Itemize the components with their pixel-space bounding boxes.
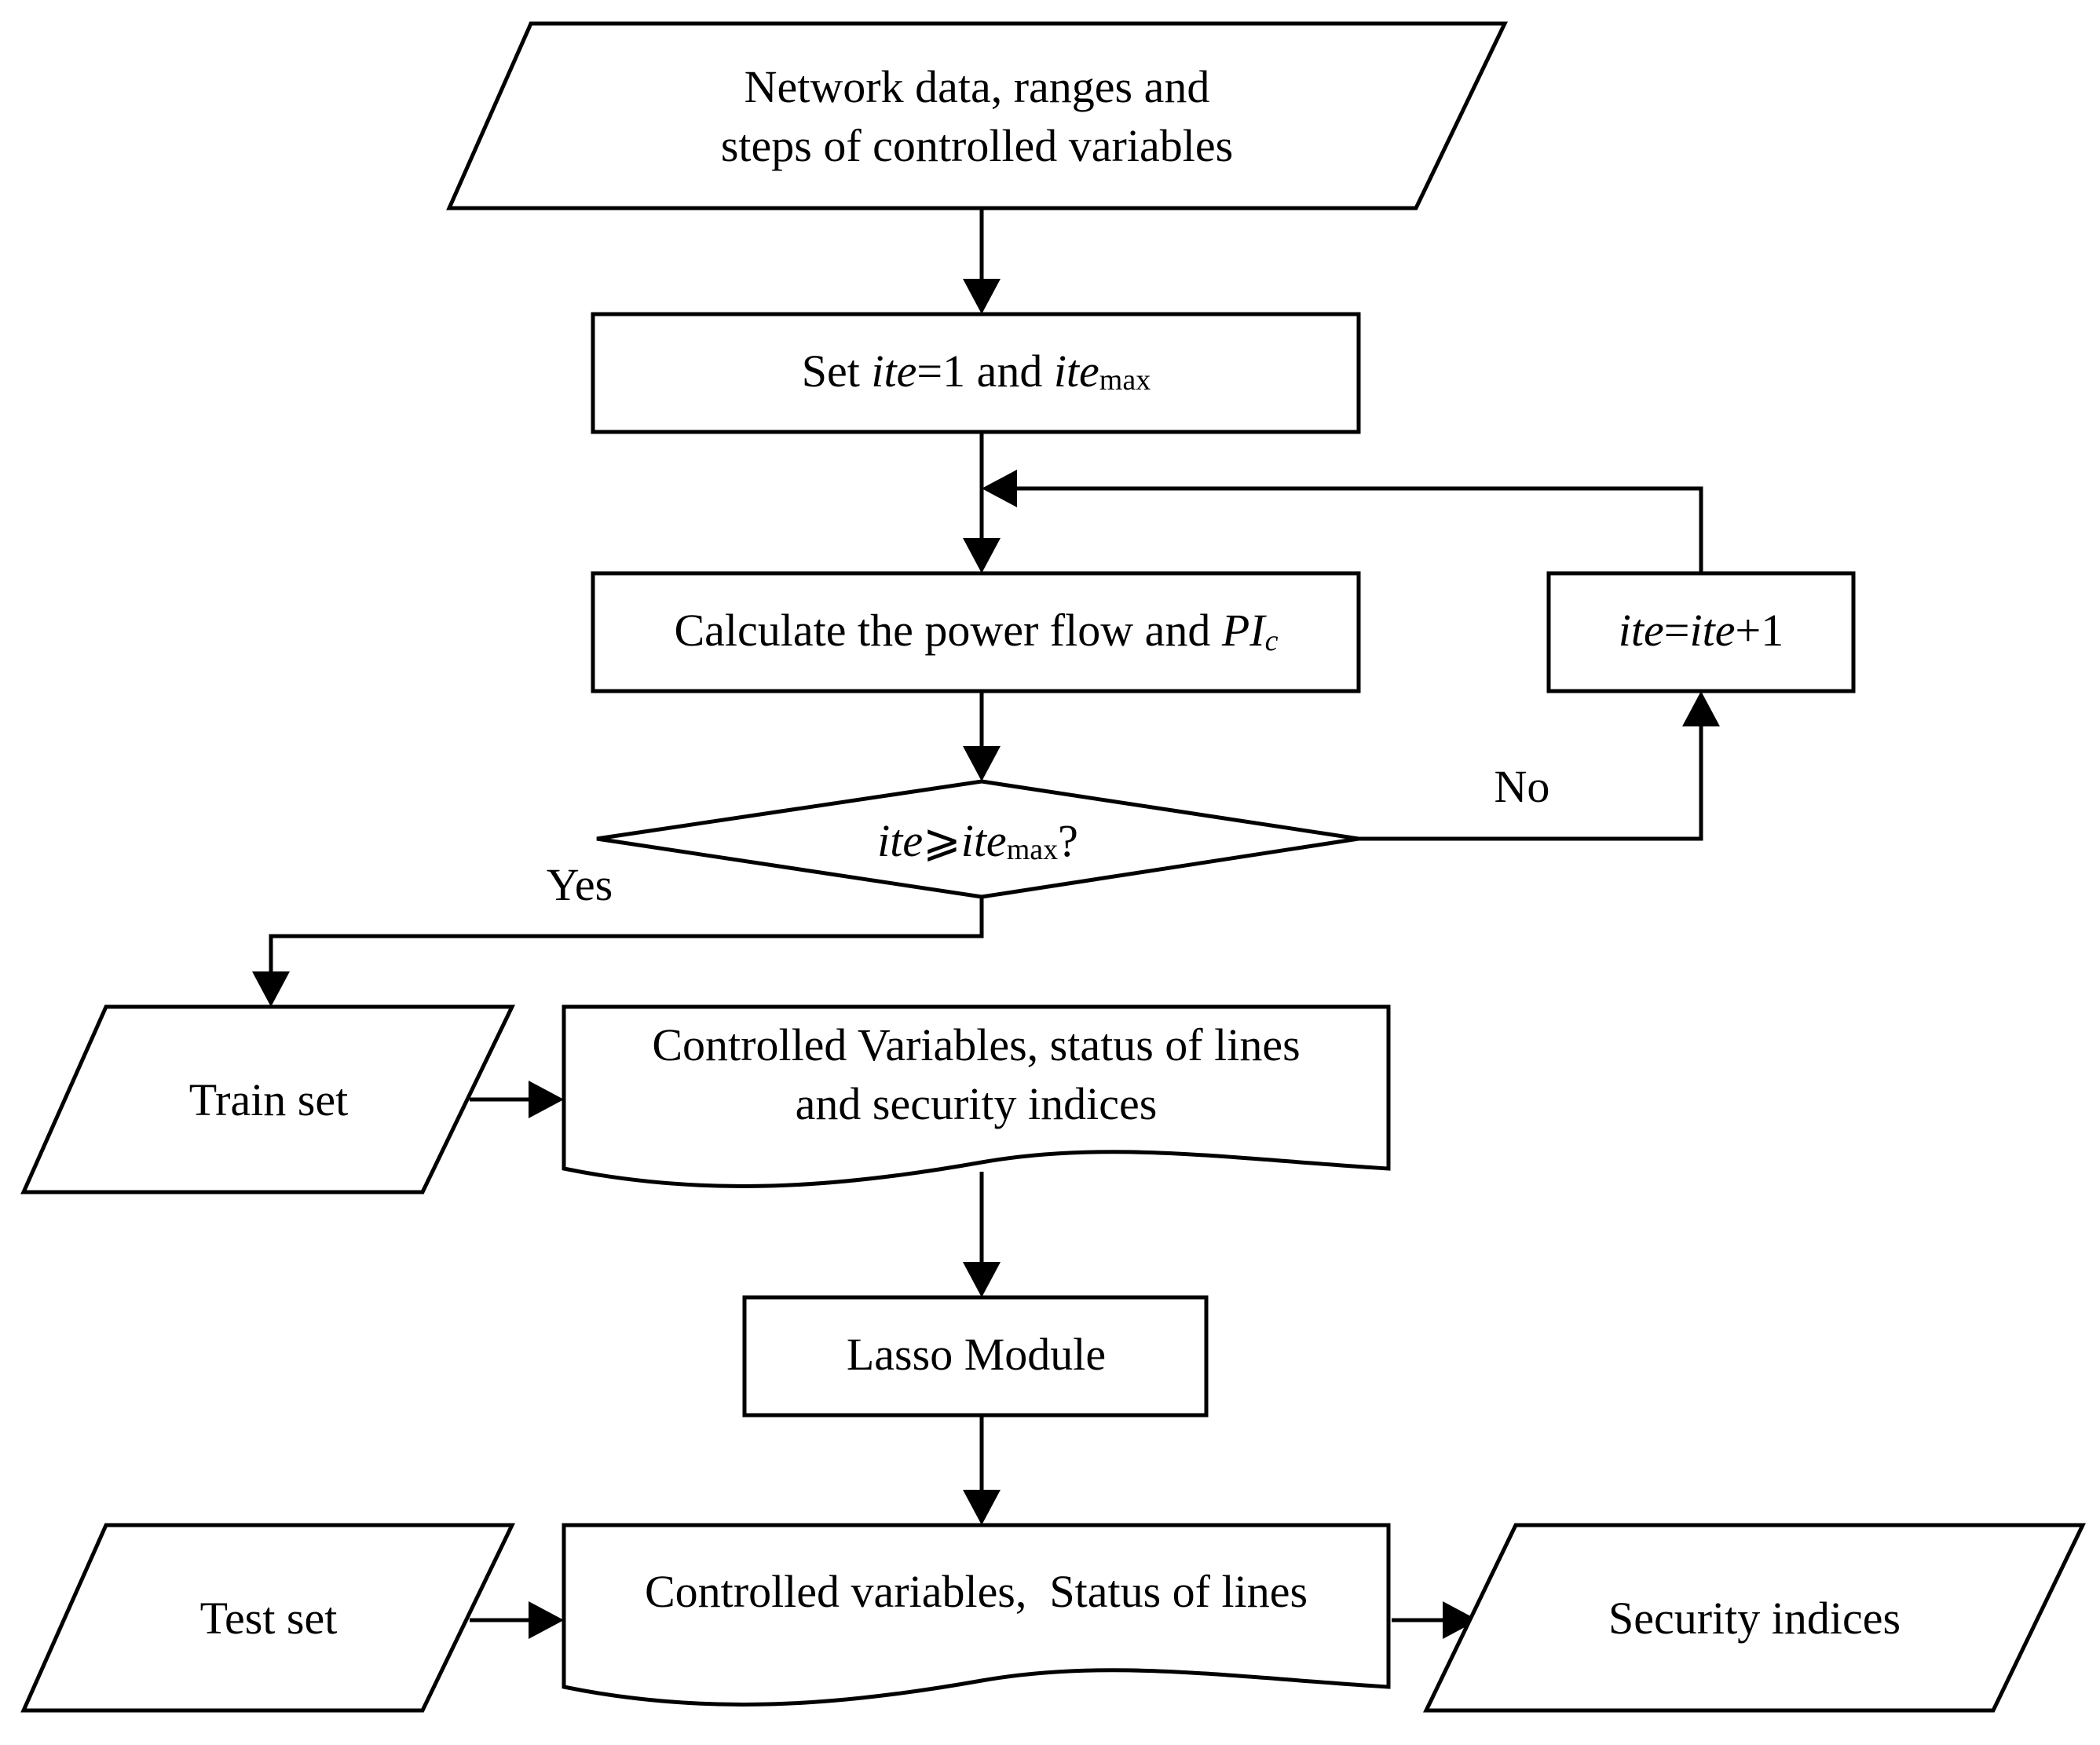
arrowhead [963, 1490, 1001, 1525]
arrowhead [982, 470, 1017, 507]
init-node: Set ite=1 and itemax [591, 312, 1361, 434]
train-set-node: Train set [20, 1004, 515, 1194]
increment-node: ite=ite+1 [1546, 571, 1856, 693]
arrowhead [1682, 691, 1720, 726]
train-doc-shape [562, 1004, 1391, 1188]
output-label: Security indices [1608, 1593, 1901, 1644]
init-label: Set ite=1 and itemax [802, 346, 1151, 397]
edge-loop-back [1013, 486, 1703, 573]
lasso-node: Lasso Module [742, 1295, 1209, 1418]
decision-op: ⩾ [923, 815, 961, 866]
arrowhead [529, 1601, 564, 1639]
calc-label: Calculate the power flow and PIc [675, 605, 1279, 657]
train-doc-line-2: and security indices [796, 1078, 1158, 1129]
decision-var-1: ite [877, 815, 923, 866]
connectors [252, 208, 1720, 1639]
arrowhead [963, 538, 1001, 573]
train-doc-node: Controlled Variables, status of lines an… [562, 1004, 1391, 1188]
train-set-parallelogram [20, 1004, 515, 1194]
increment-box [1546, 571, 1856, 693]
lasso-label: Lasso Module [847, 1329, 1106, 1380]
output-parallelogram [1423, 1523, 2086, 1713]
test-doc-shape [562, 1523, 1391, 1707]
input-line-2: steps of controlled variables [721, 120, 1233, 171]
increment-tail: +1 [1735, 605, 1784, 656]
input-node: Network data, ranges and steps of contro… [446, 21, 1508, 210]
input-line-1: Network data, ranges and [745, 61, 1210, 112]
calc-var: PI [1221, 605, 1267, 656]
init-mid: =1 and [916, 346, 1053, 397]
decision-tail: ? [1058, 815, 1078, 866]
lasso-box [742, 1295, 1209, 1418]
arrowhead [963, 279, 1001, 314]
edge-yes [269, 897, 984, 974]
yes-label: Yes [547, 859, 613, 910]
init-var-ite-max: ite [1054, 346, 1099, 397]
arrowhead [1443, 1601, 1478, 1639]
test-doc-node: Controlled variables, Status of lines [562, 1523, 1391, 1707]
no-label: No [1495, 761, 1550, 812]
calc-box [591, 571, 1361, 693]
increment-label: ite=ite+1 [1619, 605, 1784, 656]
calc-text: Calculate the power flow and [675, 605, 1222, 656]
increment-var-2: ite [1690, 605, 1736, 656]
init-var-ite: ite [871, 346, 916, 397]
train-set-label: Train set [189, 1074, 349, 1125]
train-doc-line-1: Controlled Variables, status of lines [652, 1019, 1300, 1070]
decision-diamond [596, 779, 1359, 899]
decision-var-2: ite [961, 815, 1007, 866]
arrowhead [252, 971, 290, 1007]
init-box [591, 312, 1361, 434]
arrowhead [529, 1081, 564, 1118]
test-set-node: Test set [20, 1523, 515, 1713]
increment-eq: = [1664, 605, 1690, 656]
decision-node: ite⩾itemax? [596, 779, 1359, 899]
calc-node: Calculate the power flow and PIc [591, 571, 1361, 693]
init-prefix: Set [802, 346, 872, 397]
test-set-parallelogram [20, 1523, 515, 1713]
init-subscript: max [1099, 364, 1151, 397]
arrowhead [963, 746, 1001, 781]
calc-subscript: c [1265, 624, 1279, 657]
input-parallelogram [446, 21, 1508, 210]
increment-var-1: ite [1619, 605, 1664, 656]
edge-no [1359, 723, 1703, 841]
output-node: Security indices [1423, 1523, 2086, 1713]
decision-subscript: max [1007, 833, 1058, 866]
arrowhead [963, 1262, 1001, 1297]
decision-label: ite⩾itemax? [877, 815, 1078, 866]
test-set-label: Test set [200, 1593, 338, 1644]
test-doc-line-1: Controlled variables, Status of lines [645, 1566, 1308, 1617]
